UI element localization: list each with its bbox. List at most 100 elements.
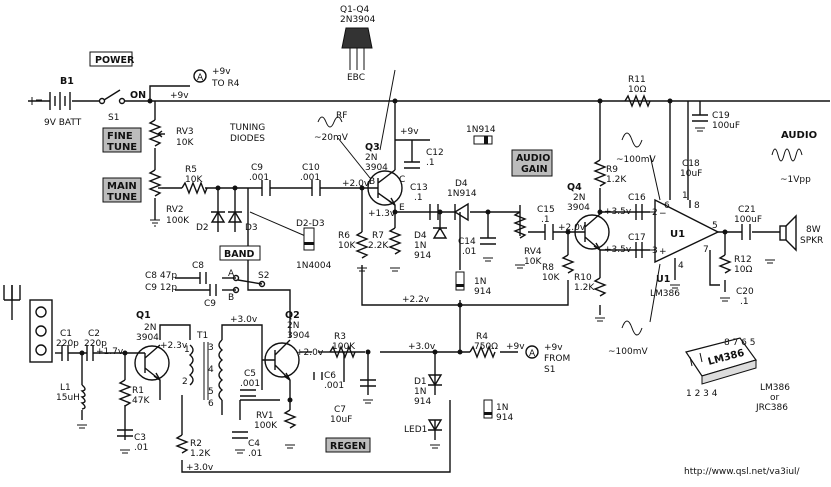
label-c14: C14 [458, 237, 476, 247]
label-r4-value: 750Ω [474, 342, 498, 352]
label-c2: C2 [88, 329, 100, 339]
label-q4-volt: +2.0v [558, 223, 586, 233]
label-c19-value: 100uF [712, 121, 740, 131]
label-d1-d: 914 [496, 413, 513, 423]
pot-rv1 [283, 409, 297, 429]
label-v30-top: +3.0v [230, 315, 258, 325]
label-c6-value: .001 [324, 381, 344, 391]
capacitor-c6 [313, 372, 323, 380]
label-u1: U1 [656, 274, 670, 285]
transistor-q2 [262, 339, 300, 381]
label-diodes: DIODES [230, 134, 265, 144]
inductor-l1 [80, 384, 86, 410]
label-from-plus9v: +9v [544, 343, 563, 353]
label-d3: D3 [245, 223, 258, 233]
label-d4-c: 1N [474, 277, 486, 287]
ground-symbols [77, 127, 775, 454]
label-switch-b: B [228, 293, 234, 303]
diode-d4-ground [432, 226, 448, 239]
label-c18-value: 10uF [680, 169, 702, 179]
label-c13-value: .1 [414, 193, 423, 203]
label-100mv-bot: ~100mV [608, 347, 648, 357]
label-fine-tune: TUNE [107, 142, 137, 153]
main-tune-box [102, 177, 142, 203]
label-t1: T1 [196, 331, 208, 341]
label-rv3-value: 10K [176, 138, 194, 148]
label-rv1-value: 100K [254, 421, 278, 431]
label-q4: Q4 [567, 182, 582, 193]
label-q2: Q2 [285, 310, 300, 321]
label-q4-a: 2N [573, 193, 585, 203]
label-r9-value: 1.2K [606, 175, 627, 185]
capacitor-c2 [86, 345, 94, 361]
to92-transistor-icon [341, 27, 373, 70]
sine-wave-icons [249, 69, 803, 336]
label-c19: C19 [712, 111, 730, 121]
label-rv2-value: 100K [166, 216, 190, 226]
capacitor-c21 [741, 224, 751, 240]
label-fine: FINE [107, 131, 133, 142]
label-regen: REGEN [330, 441, 366, 452]
label-rail: +9v [170, 91, 189, 101]
label-s1: S1 [108, 113, 119, 123]
resistor-r1 [118, 379, 132, 407]
capacitor-c14 [480, 237, 496, 245]
label-v35a: +3.5v [604, 207, 632, 217]
label-d1: D1 [414, 377, 427, 387]
label-q3-volt: +2.0v [342, 179, 370, 189]
label-r8-value: 10K [542, 273, 560, 283]
label-c10: C10 [302, 163, 320, 173]
label-d1-a: 1N [414, 387, 426, 397]
label-lm386-or: LM386 [760, 383, 790, 393]
label-d2: D2 [196, 223, 209, 233]
label-r5-value: 10K [185, 175, 203, 185]
label-pin7: 7 [703, 245, 709, 255]
label-led1: LED1 [404, 425, 427, 435]
label-pin4: 4 [678, 261, 684, 271]
label-c3-value: .01 [134, 443, 148, 453]
band-box [219, 245, 261, 261]
capacitor-c17 [635, 242, 643, 258]
label-band: BAND [224, 249, 255, 260]
label-chip: LM386 [707, 348, 746, 368]
label-q1-a: 2N [144, 323, 156, 333]
diode-d3 [227, 210, 243, 223]
label-q1: Q1 [136, 310, 151, 321]
label-r3-value: 100K [332, 342, 356, 352]
capacitor-c13 [429, 204, 439, 220]
label-main: MAIN [107, 181, 137, 192]
label-chip-pins-top: 8 7 6 5 [724, 338, 756, 348]
label-gain: GAIN [521, 164, 548, 175]
label-1n4004: 1N4004 [296, 261, 332, 271]
transformer-t1 [188, 339, 224, 401]
label-r7-value: 2.2K [368, 241, 389, 251]
resistor-r8 [561, 254, 575, 274]
label-c20: C20 [736, 287, 754, 297]
label-d2d3: D2-D3 [296, 219, 325, 229]
label-rv4-value: 10K [524, 257, 542, 267]
label-pin-b: B [369, 177, 375, 187]
label-r2-value: 1.2K [190, 449, 211, 459]
resistor-r7 [388, 227, 402, 255]
label-s2: S2 [258, 271, 269, 281]
label-c1: C1 [60, 329, 72, 339]
label-c12: C12 [426, 148, 444, 158]
transistor-q4 [574, 213, 610, 251]
capacitor-c9 [261, 180, 271, 196]
label-c2-value: 220p [84, 339, 107, 349]
label-rf-level: ~20mV [314, 133, 349, 143]
capacitor-c1 [61, 345, 69, 361]
label-c9-value: .001 [249, 173, 269, 183]
label-tuning: TUNING [229, 123, 265, 133]
label-pin3: 3 [652, 246, 658, 256]
label-1vpp: ~1Vpp [780, 175, 811, 185]
label-jrc386: JRC386 [755, 403, 788, 413]
label-v30-bottom: +3.0v [186, 463, 214, 473]
diode-d4 [453, 202, 469, 222]
label-audio: AUDIO [516, 153, 550, 164]
resistor-r10 [593, 277, 607, 297]
label-c18: C18 [682, 159, 700, 169]
pot-rv3 [148, 119, 165, 147]
label-c12-value: .1 [426, 158, 435, 168]
